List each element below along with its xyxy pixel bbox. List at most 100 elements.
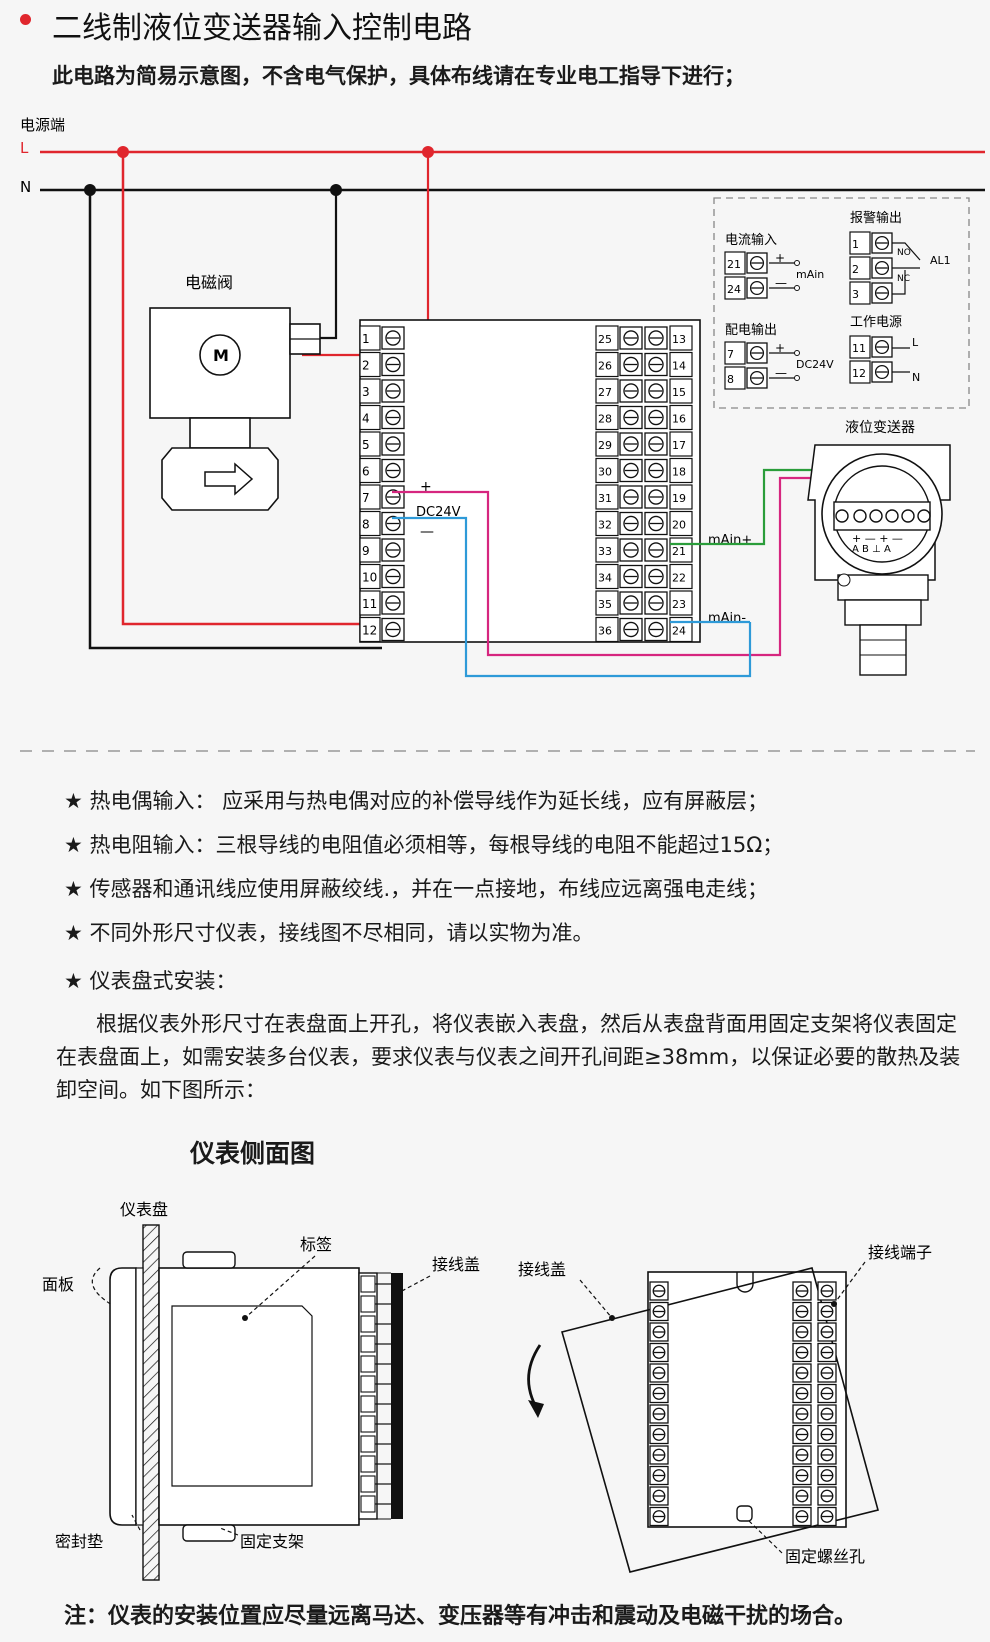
terminal-screw-icon [817, 1322, 837, 1342]
power-label: 电源端 [20, 116, 65, 134]
terminal-number: 15 [672, 386, 686, 399]
note-item: ★ 热电偶输入： 应采用与热电偶对应的补偿导线作为延长线，应有屏蔽层； [64, 789, 769, 813]
terminal-number: 20 [672, 519, 686, 532]
terminal-number: 21 [672, 545, 686, 558]
meter-back-icon [527, 1267, 879, 1573]
terminal-screw-icon [644, 432, 668, 456]
terminal-screw-icon [619, 432, 643, 456]
terminal-screw-icon [619, 326, 643, 350]
terminal-number: 24 [672, 625, 686, 638]
terminal-number: 2 [362, 359, 370, 373]
terminal-number: 10 [362, 571, 377, 585]
terminal-number: 14 [672, 360, 686, 373]
page-title: 二线制液位变送器输入控制电路 [52, 11, 472, 46]
terminal-number: 16 [672, 413, 686, 426]
terminal-screw-icon [619, 511, 643, 536]
legend-al1: AL1 [930, 254, 951, 267]
terminal-number: 34 [598, 572, 612, 585]
terminal-number: 3 [362, 385, 370, 399]
terminal-screw-icon [792, 1404, 812, 1424]
terminal-screw-icon [381, 564, 405, 589]
main-plus-label: mAin+ [708, 533, 752, 548]
terminal-screw-icon [649, 1363, 669, 1383]
terminal-screw-icon [644, 538, 668, 562]
terminal-screw-icon [792, 1445, 812, 1465]
terminal-screw-icon [649, 1445, 669, 1465]
terminal-screw-icon [649, 1465, 669, 1486]
terminal-screw-icon [644, 485, 668, 509]
tag-label: 标签 [300, 1235, 332, 1254]
wire-blue [392, 516, 752, 678]
face-label: 面板 [42, 1275, 74, 1294]
terminal-screw-icon [871, 282, 893, 304]
terminal-screw-icon [649, 1383, 669, 1404]
note-item: ★ 热电阻输入：三根导线的电阻值必须相等，每根导线的电阻不能超过15Ω； [64, 833, 784, 857]
terminal-number: 1 [362, 332, 370, 346]
note-item: ★ 传感器和通讯线应使用屏蔽绞线.，并在一点接地，布线应远离强电走线； [64, 877, 769, 901]
transmitter-label: 液位变送器 [845, 420, 915, 436]
terminal-number: 2 [852, 263, 859, 276]
terminal-screw-icon [381, 458, 405, 483]
installation-diagram: 仪表盘 面板 标签 接线盖 密封垫 固定支架 接线盖 接线端子 固定螺丝孔 [42, 1200, 932, 1581]
terminal-screw-icon [792, 1281, 812, 1301]
terminal-screw-icon [792, 1363, 812, 1383]
terminal-screw-icon [649, 1281, 669, 1301]
terminal-screw-icon [817, 1445, 837, 1465]
terminal-number: 9 [362, 544, 370, 558]
legend-nc: NC [897, 274, 910, 284]
terminal-screw-icon [792, 1301, 812, 1322]
terminal-number: 25 [598, 333, 612, 346]
terminal-screw-icon [792, 1424, 812, 1445]
terminal-number: 23 [672, 598, 686, 611]
terminal-screw-icon [817, 1506, 837, 1527]
legend-l: L [912, 336, 919, 349]
terminal-number: 27 [598, 386, 612, 399]
terminal-screw-icon [381, 591, 405, 615]
panel-label: 仪表盘 [120, 1200, 168, 1219]
terminal-number: 11 [362, 597, 377, 611]
terminal-screw-icon [381, 405, 405, 430]
terminal-screw-icon [381, 379, 405, 403]
terminal-screw-icon [644, 379, 668, 403]
terminal-number: 1 [852, 238, 859, 251]
terminal-screw-icon [871, 361, 893, 383]
terminal-screw-icon [649, 1342, 669, 1363]
terminal-screw-icon [746, 277, 768, 299]
terminal-screw-icon [381, 617, 405, 642]
terminal-number: 5 [362, 438, 370, 452]
terminal-number: 11 [852, 342, 866, 355]
screw-hole-label: 固定螺丝孔 [785, 1547, 865, 1566]
terminal-number: 32 [598, 519, 612, 532]
meter-side-icon [109, 1224, 403, 1581]
terminal-screw-icon [871, 336, 893, 358]
legend-work-power: 工作电源 [850, 315, 902, 330]
install-paragraph: 根据仪表外形尺寸在表盘面上开孔，将仪表嵌入表盘，然后从表盘背面用固定支架将仪表固… [56, 1012, 961, 1102]
terminal-screw-icon [792, 1486, 812, 1506]
level-transmitter-icon [807, 444, 951, 676]
terminal-screw-icon [644, 458, 668, 483]
terminal-screw-icon [619, 617, 643, 642]
terminal-screw-icon [649, 1322, 669, 1342]
gasket-label: 密封垫 [55, 1532, 103, 1551]
side-cover-label: 接线盖 [432, 1255, 480, 1274]
solenoid-valve-icon [149, 307, 321, 511]
terminal-number: 22 [672, 572, 686, 585]
terminal-screw-icon [649, 1424, 669, 1445]
terminal-screw-icon [381, 352, 405, 377]
terminal-number: 12 [852, 367, 866, 380]
terminal-number: 6 [362, 465, 370, 479]
note-item: ★ 不同外形尺寸仪表，接线图不尽相同，请以实物为准。 [64, 921, 594, 945]
bracket-label: 固定支架 [240, 1532, 304, 1551]
back-cover-label: 接线盖 [518, 1260, 566, 1279]
terminal-sign: — [775, 276, 787, 290]
line-n-label: N [20, 178, 31, 196]
terminal-screw-icon [746, 367, 768, 389]
dc-plus-sign: + [420, 479, 432, 495]
dc-label: DC24V [416, 505, 461, 520]
terminal-number: 12 [362, 624, 377, 638]
terminal-sign: + [775, 341, 785, 355]
terminal-screw-icon [792, 1342, 812, 1363]
terminal-screw-icon [817, 1424, 837, 1445]
